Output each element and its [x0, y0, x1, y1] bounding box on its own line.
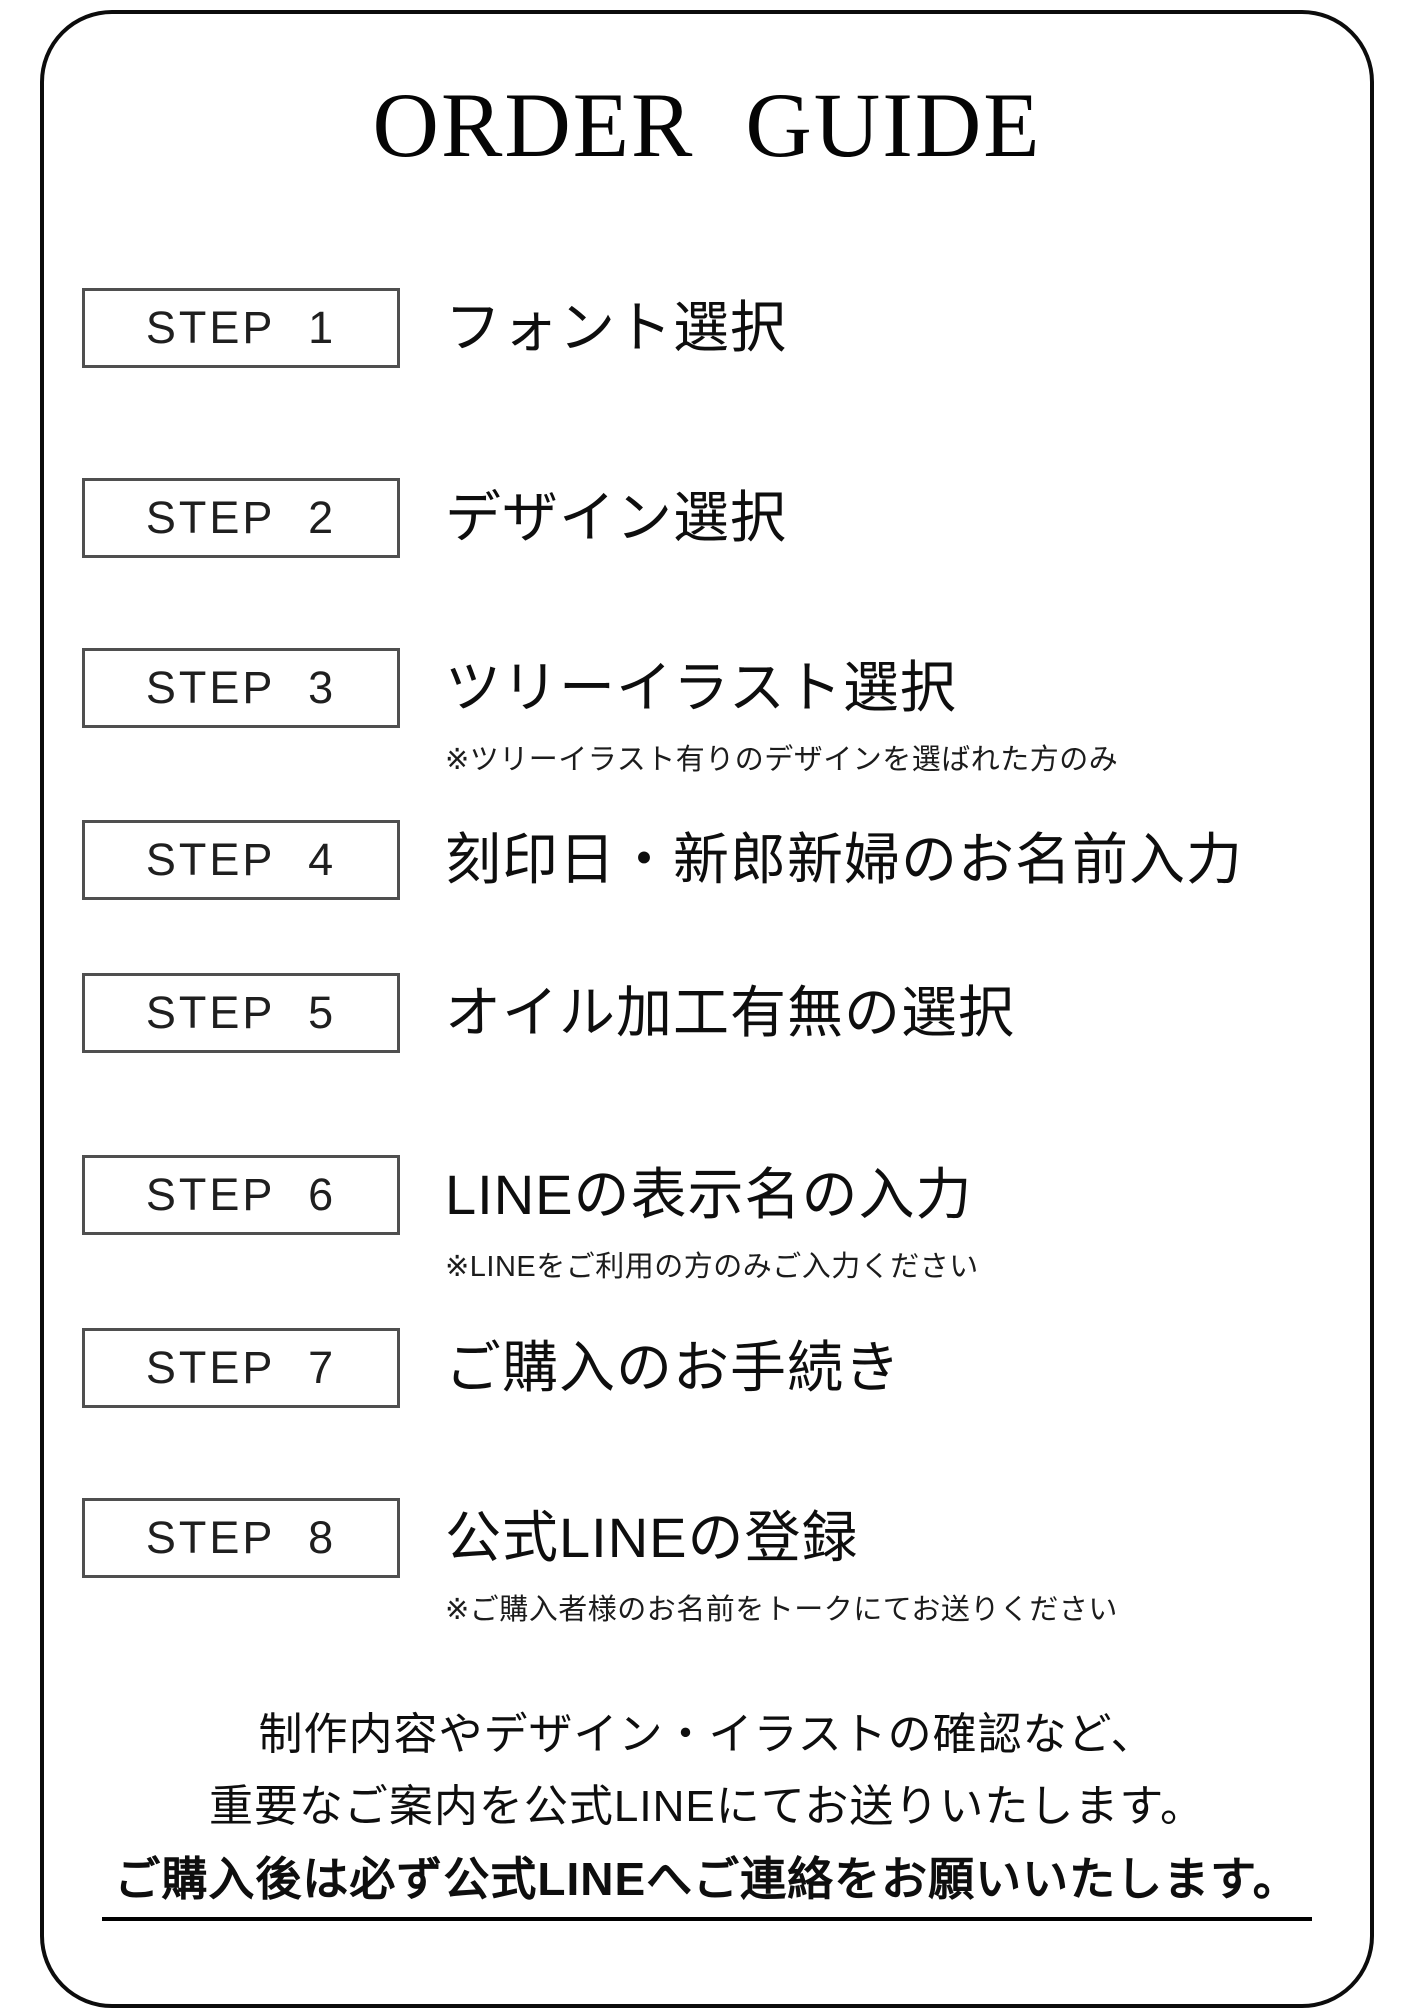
step-3-box: STEP 3 [82, 648, 400, 728]
step-5-box: STEP 5 [82, 973, 400, 1053]
step-4-box: STEP 4 [82, 820, 400, 900]
step-5-label: STEP 5 [145, 987, 337, 1038]
footer-line-2: 重要なご案内を公式LINEにてお送りいたします。 [208, 1782, 1206, 1831]
step-2-description: デザイン選択 [445, 486, 787, 549]
step-8-label: STEP 8 [145, 1512, 337, 1563]
footer-warning: ご購入後は必ず公式LINEへご連絡をお願いいたします。 [102, 1843, 1312, 1921]
step-4-label: STEP 4 [145, 834, 337, 885]
step-6-description: LINEの表示名の入力 [445, 1163, 973, 1226]
step-row-6: STEP 6 LINEの表示名の入力 ※LINEをご利用の方のみご入力ください [0, 1155, 1414, 1295]
step-4-description: 刻印日・新郎新婦のお名前入力 [445, 828, 1243, 891]
step-row-2: STEP 2 デザイン選択 [0, 478, 1414, 618]
step-2-label: STEP 2 [145, 492, 337, 543]
step-6-note: ※LINEをご利用の方のみご入力ください [445, 1251, 979, 1283]
step-row-3: STEP 3 ツリーイラスト選択 ※ツリーイラスト有りのデザインを選ばれた方のみ [0, 648, 1414, 788]
step-8-note: ※ご購入者様のお名前をトークにてお送りください [445, 1594, 1118, 1626]
step-3-label: STEP 3 [145, 662, 337, 713]
footer-line-1: 制作内容やデザイン・イラストの確認など、 [258, 1710, 1156, 1759]
step-row-5: STEP 5 オイル加工有無の選択 [0, 973, 1414, 1113]
page-title: ORDER GUIDE [372, 74, 1042, 176]
step-1-box: STEP 1 [82, 288, 400, 368]
step-7-label: STEP 7 [145, 1342, 337, 1393]
step-8-description: 公式LINEの登録 [445, 1506, 859, 1569]
step-1-label: STEP 1 [145, 302, 337, 353]
step-3-description: ツリーイラスト選択 [445, 656, 957, 719]
step-5-description: オイル加工有無の選択 [445, 981, 1015, 1044]
step-row-1: STEP 1 フォント選択 [0, 288, 1414, 428]
step-3-note: ※ツリーイラスト有りのデザインを選ばれた方のみ [445, 744, 1119, 776]
step-row-7: STEP 7 ご購入のお手続き [0, 1328, 1414, 1468]
step-2-box: STEP 2 [82, 478, 400, 558]
step-8-box: STEP 8 [82, 1498, 400, 1578]
step-1-description: フォント選択 [445, 296, 787, 359]
step-6-label: STEP 6 [145, 1169, 337, 1220]
step-7-description: ご購入のお手続き [445, 1336, 901, 1399]
step-6-box: STEP 6 [82, 1155, 400, 1235]
step-row-8: STEP 8 公式LINEの登録 ※ご購入者様のお名前をトークにてお送りください [0, 1498, 1414, 1638]
step-7-box: STEP 7 [82, 1328, 400, 1408]
step-row-4: STEP 4 刻印日・新郎新婦のお名前入力 [0, 820, 1414, 960]
footer-line-3: ご購入後は必ず公式LINEへご連絡をお願いいたします。 [0, 1843, 1414, 1921]
